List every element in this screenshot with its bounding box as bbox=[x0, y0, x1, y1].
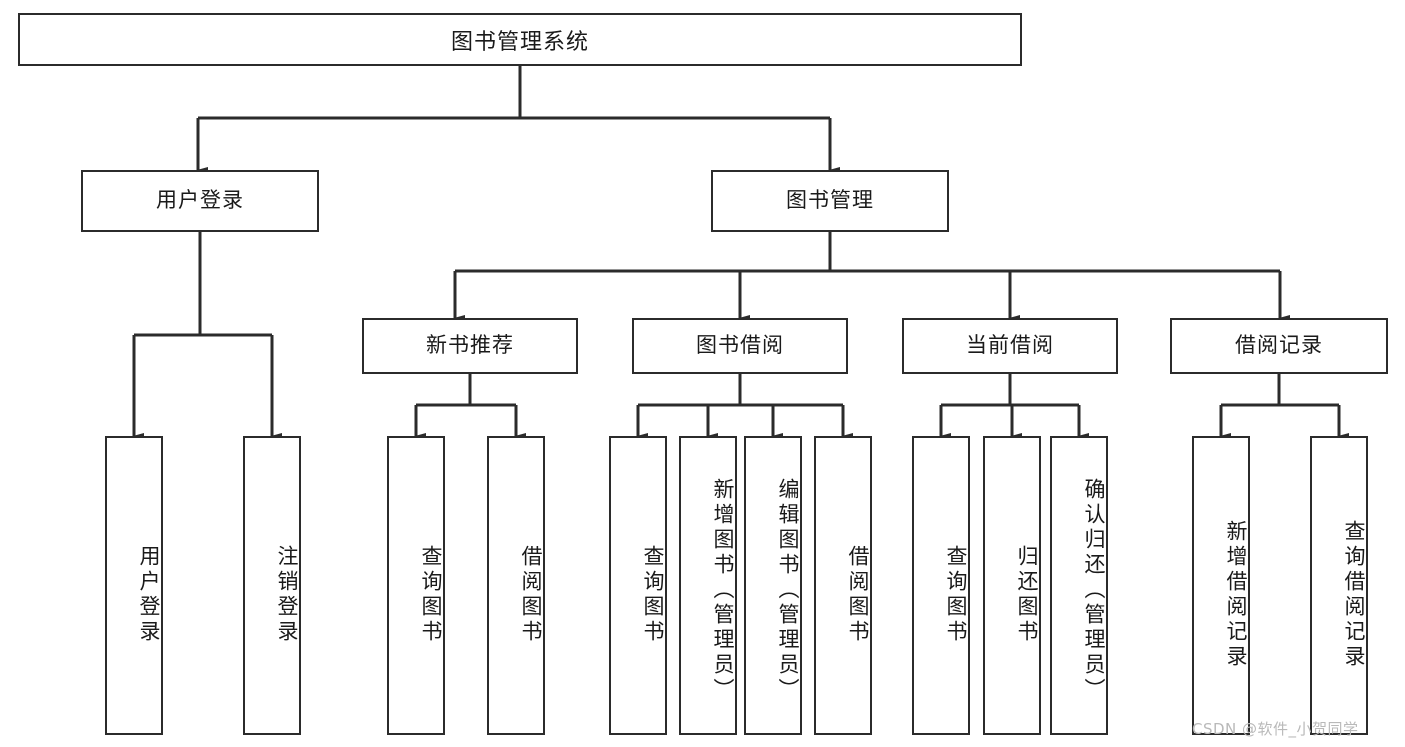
leaf-user-logout[interactable]: 注销登录 bbox=[243, 436, 301, 735]
leaf-query-book-borrow[interactable]: 查询图书 bbox=[609, 436, 667, 735]
leaf-return-book[interactable]: 归还图书 bbox=[983, 436, 1041, 735]
leaf-query-book-current[interactable]: 查询图书 bbox=[912, 436, 970, 735]
leaf-add-borrow-record[interactable]: 新增借阅记录 bbox=[1192, 436, 1250, 735]
leaf-query-book-rec[interactable]: 查询图书 bbox=[387, 436, 445, 735]
csdn-watermark: CSDN @软件_小贺同学 bbox=[1192, 720, 1359, 738]
node-book-management[interactable]: 图书管理 bbox=[711, 170, 949, 232]
leaf-borrow-book-rec[interactable]: 借阅图书 bbox=[487, 436, 545, 735]
leaf-confirm-return-admin[interactable]: 确认归还（管理员） bbox=[1050, 436, 1108, 735]
leaf-query-borrow-record[interactable]: 查询借阅记录 bbox=[1310, 436, 1368, 735]
node-root[interactable]: 图书管理系统 bbox=[18, 13, 1022, 66]
node-user-login[interactable]: 用户登录 bbox=[81, 170, 319, 232]
node-book-borrowing[interactable]: 图书借阅 bbox=[632, 318, 848, 374]
leaf-user-login[interactable]: 用户登录 bbox=[105, 436, 163, 735]
node-current-borrowing[interactable]: 当前借阅 bbox=[902, 318, 1118, 374]
leaf-add-book-admin[interactable]: 新增图书（管理员） bbox=[679, 436, 737, 735]
leaf-edit-book-admin[interactable]: 编辑图书（管理员） bbox=[744, 436, 802, 735]
node-new-book-recommendation[interactable]: 新书推荐 bbox=[362, 318, 578, 374]
leaf-borrow-book[interactable]: 借阅图书 bbox=[814, 436, 872, 735]
node-borrowing-record[interactable]: 借阅记录 bbox=[1170, 318, 1388, 374]
